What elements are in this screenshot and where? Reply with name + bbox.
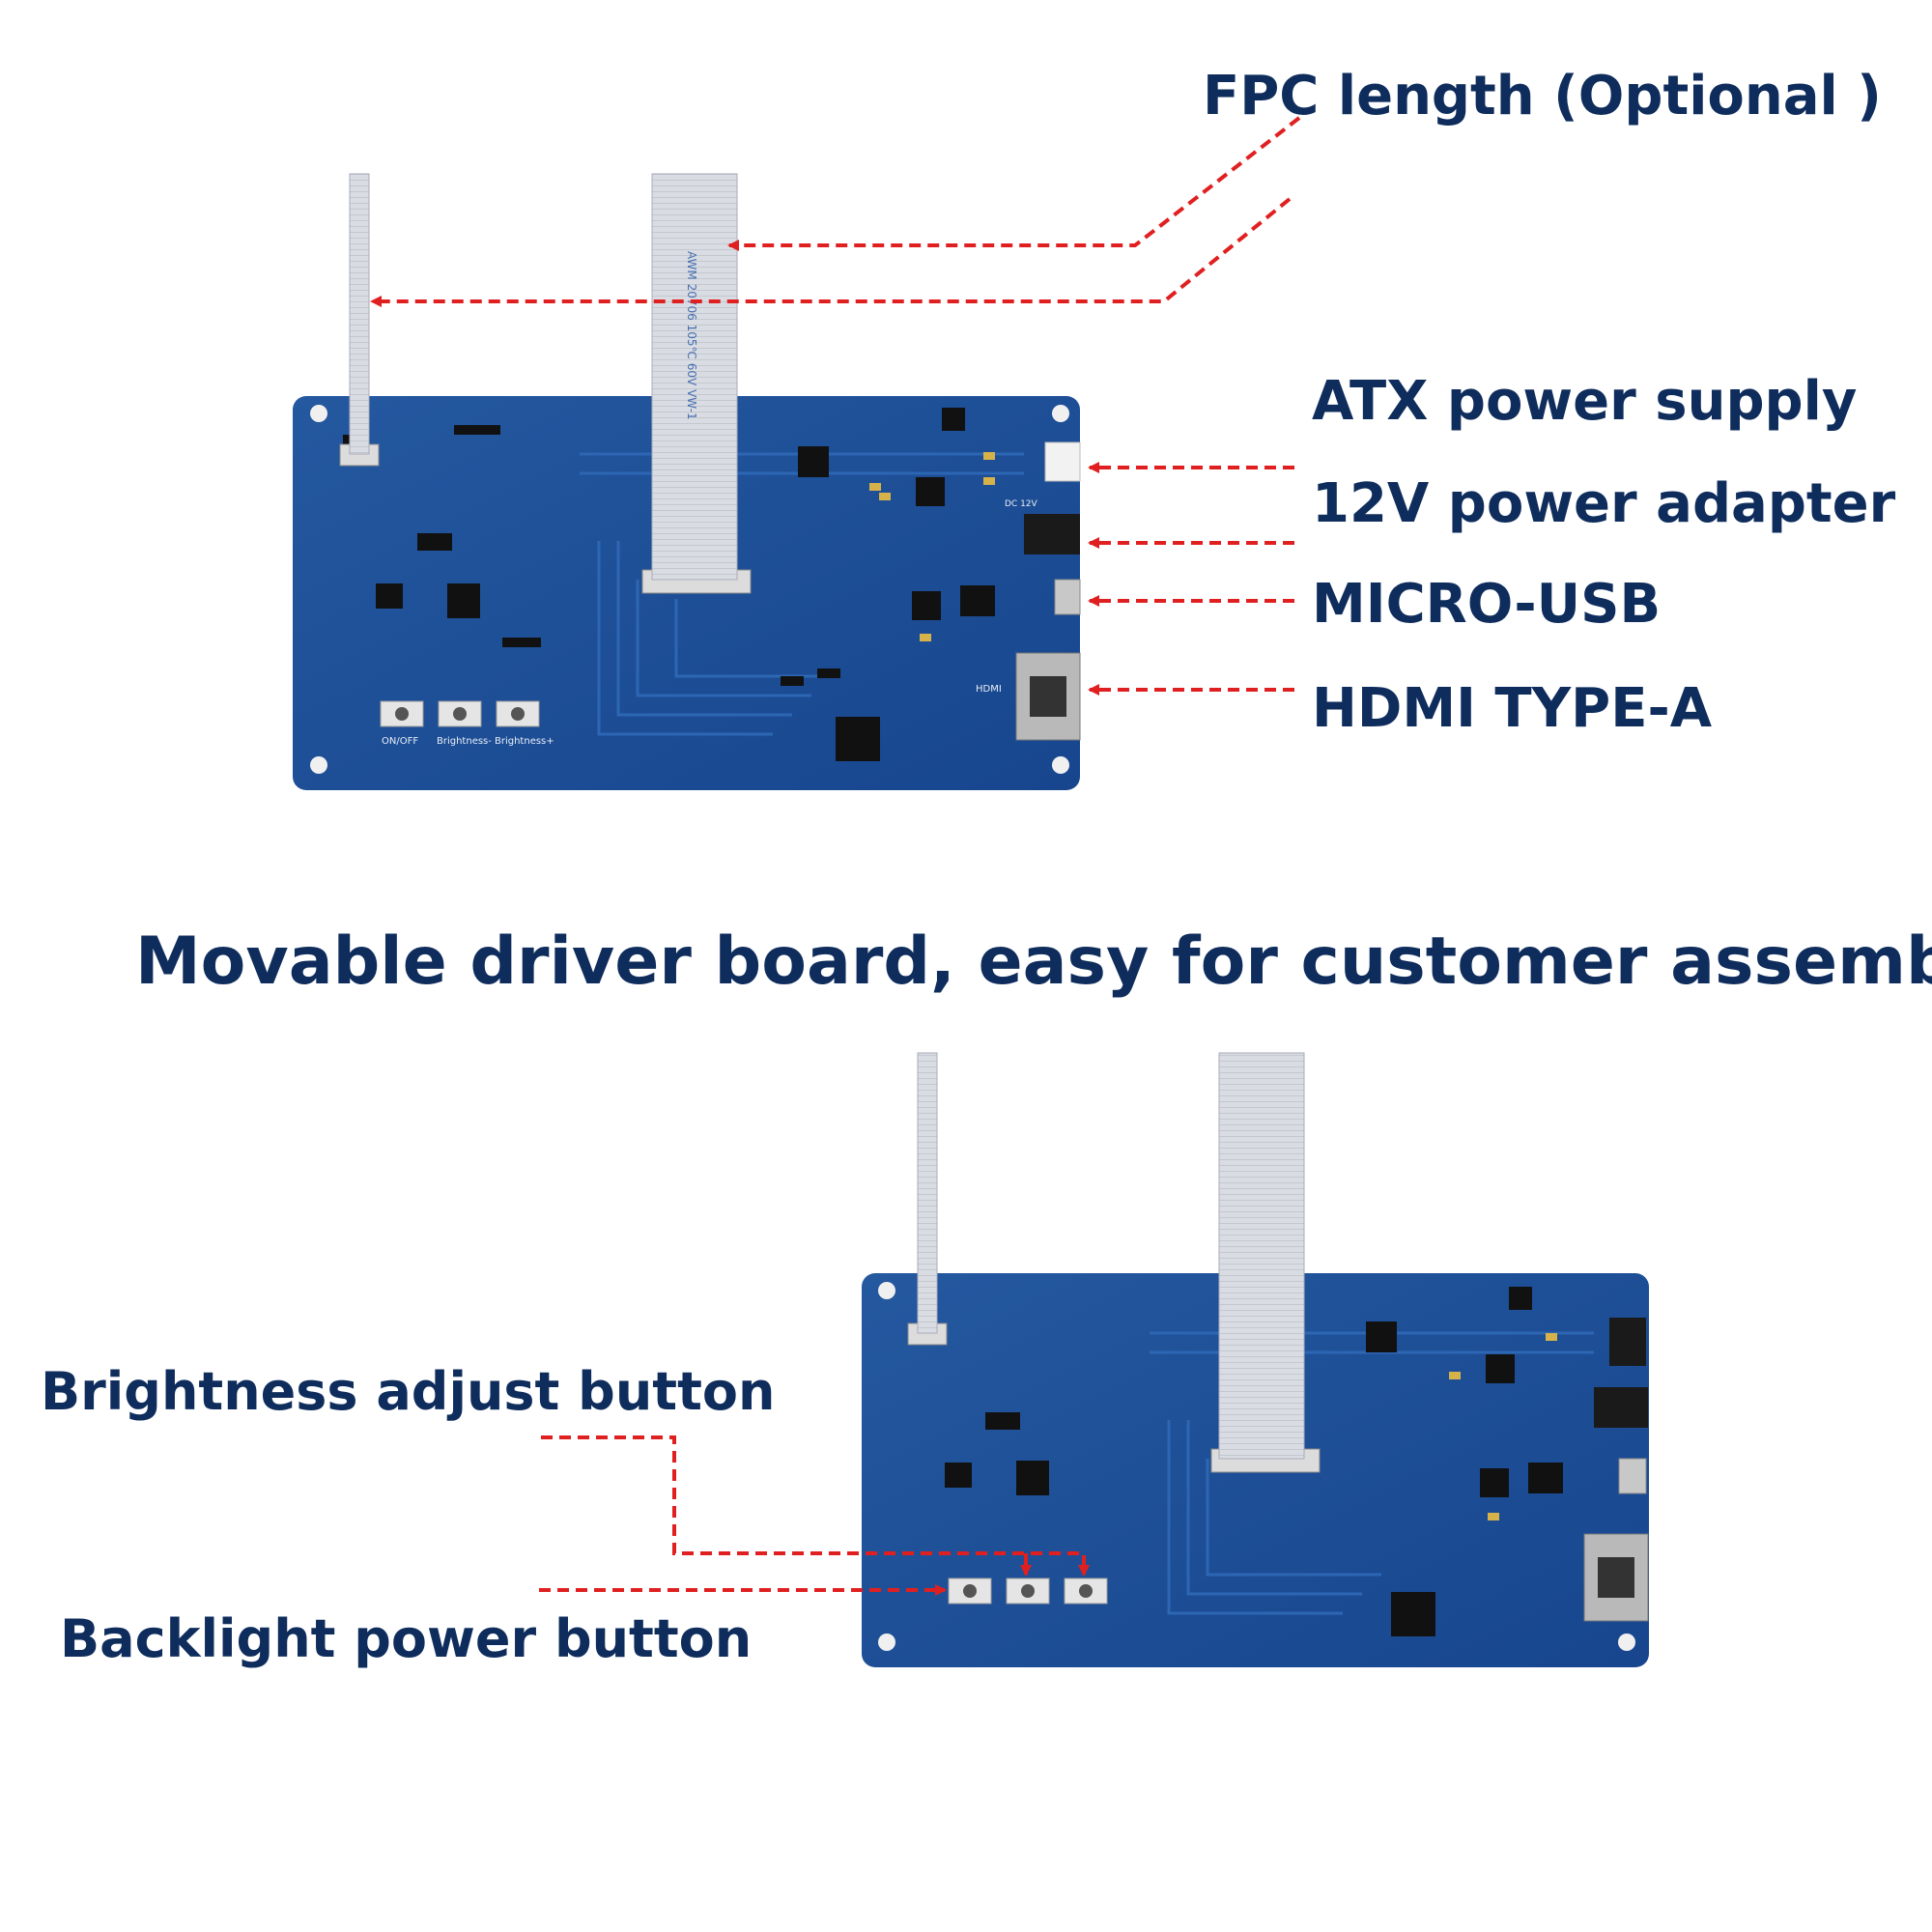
mount-hole — [1052, 756, 1069, 774]
top-driver-board: ON/OFF Brightness- Brightness+ HDMI DC 1… — [293, 396, 1081, 790]
bottom-board-buttons — [948, 1577, 1108, 1605]
silk-brightness-plus: Brightness+ — [495, 736, 554, 747]
bottom-driver-board — [862, 1273, 1649, 1667]
fpc-arrow-thin — [370, 197, 1292, 307]
mount-hole — [310, 405, 327, 422]
pcb-capacitors — [869, 452, 995, 641]
mount-hole — [310, 756, 327, 774]
power-adapter-label: 12V power adapter — [1312, 472, 1896, 535]
brightness-button-label: Brightness adjust button — [41, 1361, 776, 1422]
atx-power-label: ATX power supply — [1312, 370, 1858, 433]
micro-usb-label: MICRO-USB — [1312, 573, 1662, 636]
headline: Movable driver board, easy for customer … — [135, 923, 1932, 1000]
silk-on-off: ON/OFF — [382, 736, 418, 747]
silk-brightness-minus: Brightness- — [437, 736, 492, 747]
cable-print: AWM 20706 105℃ 60V VW-1 — [685, 251, 698, 420]
fpc-arrow-wide — [727, 116, 1301, 251]
fpc-length-label: FPC length (Optional ) — [1203, 65, 1882, 128]
top-wide-fpc-cable — [651, 173, 738, 581]
mount-hole — [1052, 405, 1069, 422]
pcb-components — [343, 408, 995, 761]
bottom-dc-jack — [1594, 1387, 1648, 1428]
micro-usb-port — [1054, 579, 1081, 615]
bottom-thin-fpc-cable — [917, 1052, 938, 1334]
bottom-micro-usb-port — [1618, 1458, 1647, 1494]
atx-connector — [1044, 441, 1081, 482]
top-board-buttons — [380, 700, 540, 727]
bottom-wide-fpc-cable — [1218, 1052, 1305, 1460]
silk-hdmi: HDMI — [976, 684, 1002, 695]
top-thin-fpc-cable — [349, 173, 370, 455]
hdmi-label: HDMI TYPE-A — [1312, 677, 1713, 740]
dc-jack — [1024, 514, 1080, 554]
backlight-button-label: Backlight power button — [60, 1608, 753, 1669]
brightness-arrow-plus — [541, 1435, 1090, 1577]
callout-arrows — [370, 116, 1301, 1596]
silk-dc: DC 12V — [1005, 499, 1038, 509]
bottom-atx-connector — [1609, 1318, 1646, 1366]
